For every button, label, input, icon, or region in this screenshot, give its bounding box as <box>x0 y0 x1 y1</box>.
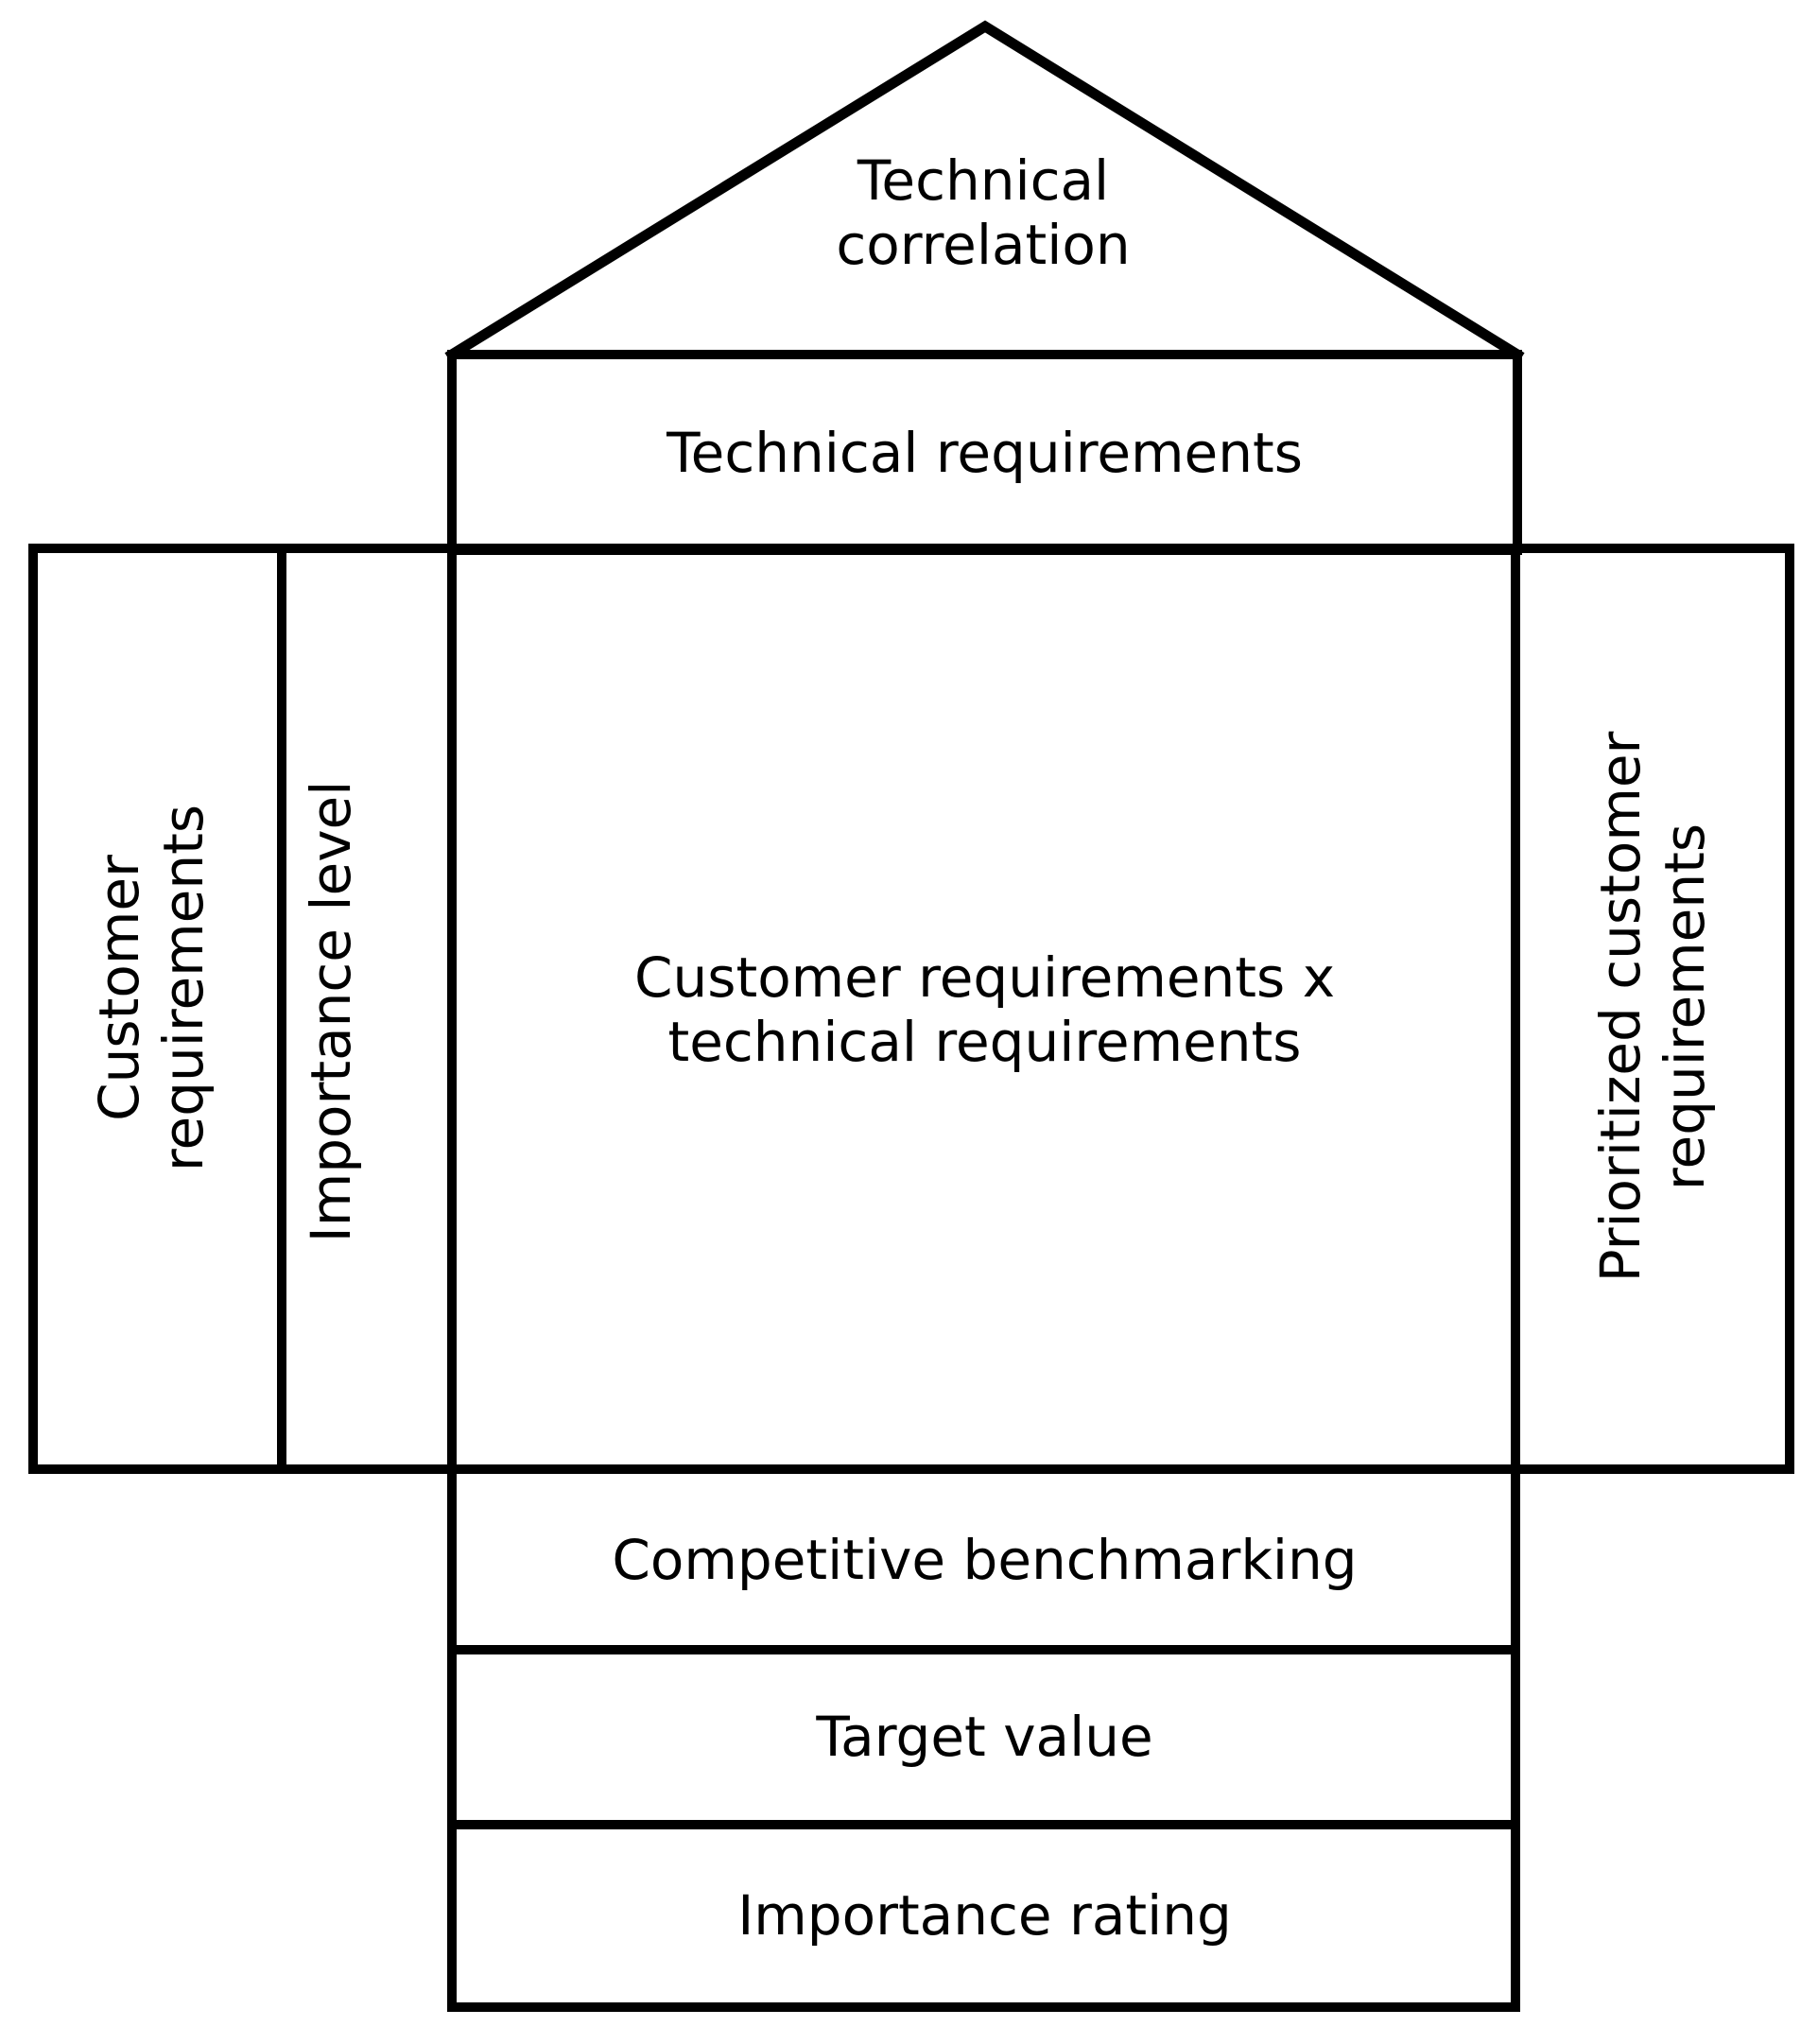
technical-requirements-box <box>447 350 1522 555</box>
importance-rating-box <box>447 1820 1520 2012</box>
competitive-benchmarking-box <box>447 1464 1520 1654</box>
body-outer-frame <box>28 544 1794 1474</box>
roof-triangle-outline <box>444 20 1525 362</box>
target-value-box <box>447 1645 1520 1829</box>
